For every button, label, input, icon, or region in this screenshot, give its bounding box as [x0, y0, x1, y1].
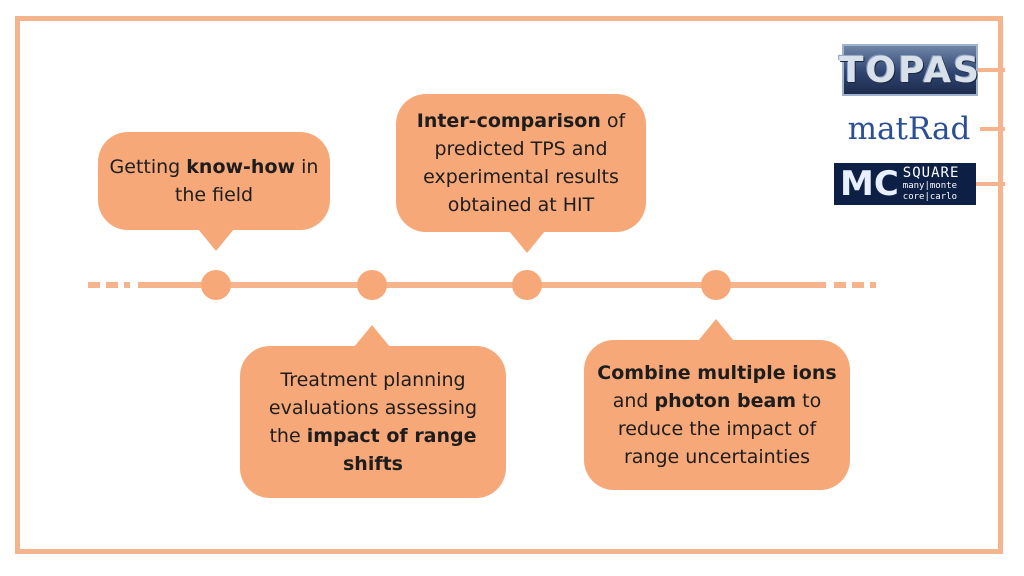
timeline-node-2	[357, 270, 387, 300]
logo-connector-mcsquare	[976, 182, 1005, 186]
bubble-combine-ions: Combine multiple ions and photon beam to…	[584, 340, 850, 490]
bubble-treatment-planning: Treatment planning evaluations assessing…	[240, 346, 506, 498]
bubble-inter-comparison-pointer	[509, 231, 545, 253]
timeline-node-3	[512, 270, 542, 300]
logo-connector-topas	[978, 68, 1005, 72]
bubble-treatment-planning-pointer	[354, 325, 390, 347]
timeline-node-1	[201, 270, 231, 300]
timeline-node-4	[701, 270, 731, 300]
bubble-treatment-planning-text: Treatment planning evaluations assessing…	[268, 369, 478, 475]
bubble-combine-ions-pointer	[698, 319, 734, 341]
bubble-inter-comparison-text: Inter-comparison of predicted TPS and ex…	[416, 110, 626, 216]
matrad-logo: matRad	[847, 111, 971, 147]
bubble-know-how-pointer	[198, 229, 234, 251]
logo-connector-matrad	[980, 127, 1005, 131]
bubble-inter-comparison: Inter-comparison of predicted TPS and ex…	[396, 94, 646, 232]
mcsquare-logo-text: SQUARE many|monte core|carlo	[902, 164, 960, 202]
bubble-know-how-text: Getting know-how in the field	[109, 156, 319, 206]
slide-frame	[15, 16, 1003, 554]
bubble-know-how: Getting know-how in the field	[98, 132, 330, 230]
bubble-combine-ions-text: Combine multiple ions and photon beam to…	[597, 362, 837, 468]
topas-logo: TOPAS	[839, 44, 979, 96]
mcsquare-logo: MC SQUARE many|monte core|carlo	[834, 163, 976, 205]
